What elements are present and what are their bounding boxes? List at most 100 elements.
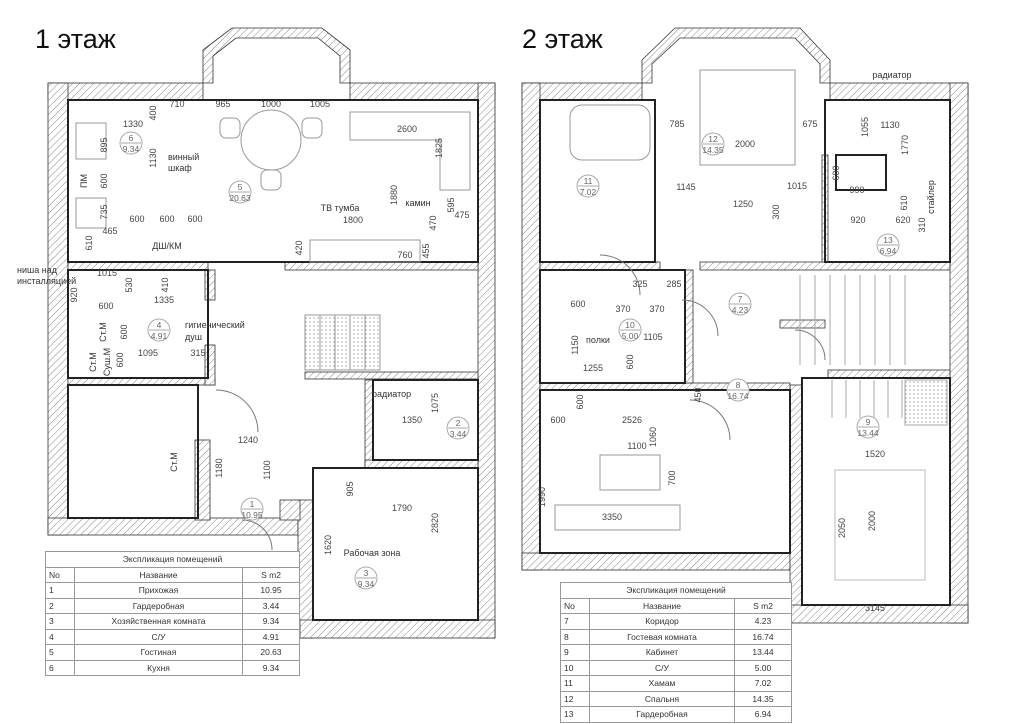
dimension-label: 1520 [865, 449, 885, 459]
shower [569, 104, 651, 161]
table-header-row: No Название S m2 [560, 597, 792, 614]
dimension-label: 1825 [434, 138, 444, 158]
room-number: 5 [238, 182, 243, 192]
room-label: ПМ [79, 174, 89, 188]
room-number: 7 [738, 294, 743, 304]
dimension-label: 785 [669, 119, 684, 129]
dimension-label: 300 [771, 204, 781, 219]
room-label: душ [185, 332, 202, 342]
room-name: Коридор [589, 613, 735, 630]
room-outline [539, 269, 686, 384]
room-number: 3 [364, 568, 369, 578]
dimension-label: 600 [575, 394, 585, 409]
wall [539, 261, 661, 271]
room-area: 10.95 [241, 510, 263, 520]
dimension-label: 475 [454, 210, 469, 220]
wall [204, 344, 216, 386]
sofa [554, 504, 681, 531]
room-name: С/У [589, 659, 735, 676]
dimension-label: 1150 [570, 335, 580, 354]
dimension-label: 600 [98, 301, 113, 311]
coffee-table [599, 454, 661, 491]
dimension-label: 610 [84, 235, 94, 250]
dimension-label: 600 [550, 415, 565, 425]
tv-stand [309, 239, 421, 263]
room-area: 9.34 [242, 659, 300, 676]
dimension-label: 600 [187, 214, 202, 224]
room-area: 5.00 [734, 659, 792, 676]
room-area: 6.94 [734, 706, 792, 723]
dimension-label: 1255 [583, 363, 603, 373]
room-outline [801, 377, 951, 606]
dimension-label: 990 [849, 185, 864, 195]
room-label: полки [586, 335, 610, 345]
room-name: Прихожая [74, 582, 243, 599]
room-area: 6.94 [880, 246, 897, 256]
door-swing [241, 519, 273, 551]
room-area: 9.34 [123, 144, 140, 154]
room-area: 3.44 [450, 429, 467, 439]
dimension-label: 1000 [261, 99, 281, 109]
dimension-label: 600 [625, 354, 635, 369]
room-name: Гардеробная [589, 706, 735, 723]
room-no: 2 [45, 597, 75, 614]
room-name: Кухня [74, 659, 243, 676]
dimension-label: 1800 [343, 215, 363, 225]
room-no: 8 [560, 628, 590, 645]
walls [47, 27, 969, 639]
dimension-label: 315 [190, 348, 205, 358]
wall [47, 82, 69, 536]
dimension-label: 600 [129, 214, 144, 224]
room-outline [539, 99, 656, 263]
door-swing [794, 329, 826, 361]
room-area: 10.95 [242, 582, 300, 599]
wall [297, 499, 314, 639]
header-no: No [45, 566, 75, 583]
wall [279, 499, 301, 521]
dimension-label: 1240 [238, 435, 258, 445]
dimension-label: 465 [102, 226, 117, 236]
wall [67, 261, 209, 271]
wall [829, 82, 969, 101]
room-area: 4.23 [732, 305, 749, 315]
dimension-label: 1100 [627, 441, 646, 451]
dimension-label: 895 [99, 137, 109, 152]
wall [684, 269, 694, 384]
dimension-label: 1880 [389, 185, 399, 205]
room-label: радиатор [872, 70, 911, 80]
dimension-label: 1005 [310, 99, 330, 109]
dimension-label: 600 [99, 173, 109, 188]
room-number: 9 [866, 417, 871, 427]
dimension-label: 1180 [214, 458, 224, 477]
room-label: гигиенический [185, 320, 245, 330]
dimension-label: 600 [119, 324, 129, 339]
door-swing [599, 254, 641, 296]
room-area: 7.02 [580, 187, 597, 197]
room-no: 4 [45, 628, 75, 645]
dimension-label: 920 [850, 215, 865, 225]
room-no: 7 [560, 613, 590, 630]
room-area: 20.63 [229, 193, 251, 203]
room-no: 13 [560, 706, 590, 723]
header-name: Название [589, 597, 735, 614]
dimension-label: 1250 [733, 199, 753, 209]
room-area: 16.74 [734, 628, 792, 645]
dimension-label: 1055 [860, 117, 870, 137]
door-swing [689, 399, 731, 441]
dimension-label: 1130 [880, 120, 899, 130]
header-area: S m2 [734, 597, 792, 614]
dimension-label: 420 [294, 240, 304, 255]
dimension-label: 2000 [735, 139, 755, 149]
wall [699, 261, 951, 271]
wall [779, 319, 826, 329]
room-name: Гардеробная [74, 597, 243, 614]
dimension-label: 400 [148, 105, 158, 120]
dimension-label: 610 [899, 195, 909, 210]
dimension-label: 675 [802, 119, 817, 129]
